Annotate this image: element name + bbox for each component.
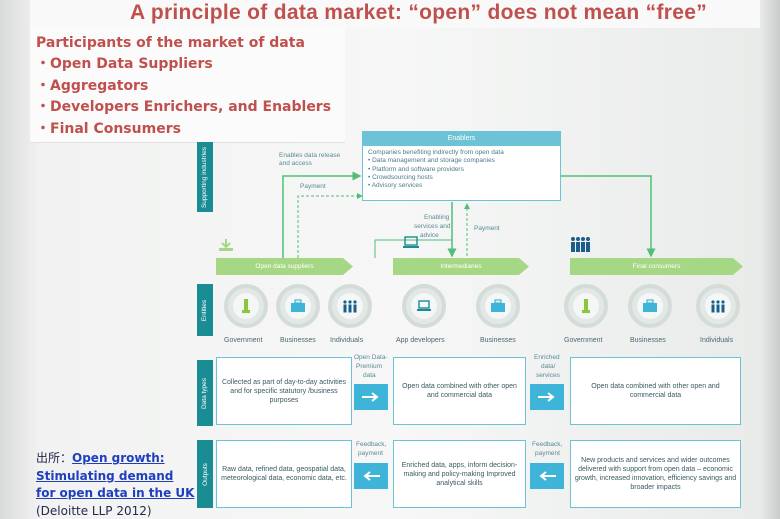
source-citation: 出所：Open growth: Stimulating demand for o… xyxy=(36,450,196,519)
enabler-line: • Crowdsourcing hosts xyxy=(368,173,433,181)
participant-item: ・Aggregators xyxy=(36,77,149,94)
people-icon xyxy=(570,236,592,254)
data-type-box: Collected as part of day-to-day activiti… xyxy=(216,357,352,425)
entity-label: Government xyxy=(224,337,263,344)
people-icon xyxy=(696,284,740,328)
arrow-label: Enriched xyxy=(534,354,560,361)
arrow-label: payment xyxy=(358,450,383,457)
outputs-tab: Outputs xyxy=(197,440,213,508)
download-icon xyxy=(218,238,234,252)
government-icon xyxy=(224,284,268,328)
left-arrow-icon xyxy=(354,463,388,489)
government-icon xyxy=(564,284,608,328)
output-box: Enriched data, apps, inform decision-mak… xyxy=(393,440,526,508)
slide-title: A principle of data market: “open” does … xyxy=(130,1,707,24)
enabler-line: Companies benefiting indirectly from ope… xyxy=(368,149,504,156)
supporting-industries-tab: Supporting industries xyxy=(197,142,213,212)
participant-item: ・Open Data Suppliers xyxy=(36,56,213,72)
arrow-label: Premium xyxy=(356,363,383,370)
payment-label: Payment xyxy=(474,225,500,232)
arrow-label: data/ xyxy=(541,363,556,370)
output-box: New products and services and wider outc… xyxy=(570,440,741,508)
chevron-final-consumers: Final consumers xyxy=(570,258,743,275)
enabling-label: services and xyxy=(414,223,451,230)
data-types-tab: Data types xyxy=(197,360,213,426)
data-type-box: Open data combined with other open and c… xyxy=(393,357,526,425)
people-icon xyxy=(328,284,372,328)
entity-label: App developers xyxy=(396,337,445,344)
entity-label: Businesses xyxy=(280,337,316,344)
source-link[interactable]: Open growth: Stimulating demand for open… xyxy=(36,451,195,500)
left-arrow-icon xyxy=(530,463,564,489)
laptop-icon xyxy=(402,284,446,328)
enablers-heading: Enablers xyxy=(363,132,560,146)
arrow-label: services xyxy=(536,372,560,379)
arrow-label: Open Data- xyxy=(354,354,388,361)
arrow-label: Feedback, xyxy=(356,441,387,448)
enables-release-label: and access xyxy=(279,160,312,167)
arrow-label: Feedback, xyxy=(532,441,563,448)
participants-heading: Participants of the market of data xyxy=(36,35,305,51)
arrow-label: data xyxy=(363,372,376,379)
source-suffix: (Deloitte LLP 2012) xyxy=(36,503,152,518)
enabler-line: • Data management and storage companies xyxy=(368,157,495,165)
entity-label: Businesses xyxy=(630,337,666,344)
chevron-open-data-suppliers: Open data suppliers xyxy=(216,258,353,275)
participant-item: ・Developers Enrichers, and Enablers xyxy=(36,99,332,115)
arrow-label: payment xyxy=(535,450,560,457)
enablers-box: Enablers Companies benefiting indirectly… xyxy=(362,131,561,201)
entity-label: Individuals xyxy=(330,337,364,344)
enabling-label: Enabling xyxy=(424,214,450,221)
participant-item: ・Final Consumers xyxy=(36,120,181,137)
data-type-box: Open data combined with other open and c… xyxy=(570,357,741,425)
chevron-intermediaries: Intermediaries xyxy=(393,258,529,275)
right-arrow-icon xyxy=(354,384,388,410)
payment-label: Payment xyxy=(300,183,326,190)
output-box: Raw data, refined data, geospatial data,… xyxy=(216,440,352,508)
entities-tab: Entities xyxy=(197,284,213,336)
enabler-line: • Platform and software providers xyxy=(368,165,464,173)
title-bar xyxy=(30,0,760,28)
enabler-line: • Advisory services xyxy=(368,182,423,190)
briefcase-icon xyxy=(476,284,520,328)
enables-release-label: Enables data release xyxy=(279,152,341,159)
participants-box: Participants of the market of data ・Open… xyxy=(30,27,345,143)
entity-label: Government xyxy=(564,337,603,344)
entity-label: Businesses xyxy=(480,337,516,344)
entity-label: Individuals xyxy=(700,337,734,344)
source-prefix: 出所： xyxy=(36,451,73,465)
laptop-icon xyxy=(402,236,420,250)
right-arrow-icon xyxy=(530,384,564,410)
briefcase-icon xyxy=(628,284,672,328)
enabling-label: advice xyxy=(420,232,439,239)
briefcase-icon xyxy=(276,284,320,328)
